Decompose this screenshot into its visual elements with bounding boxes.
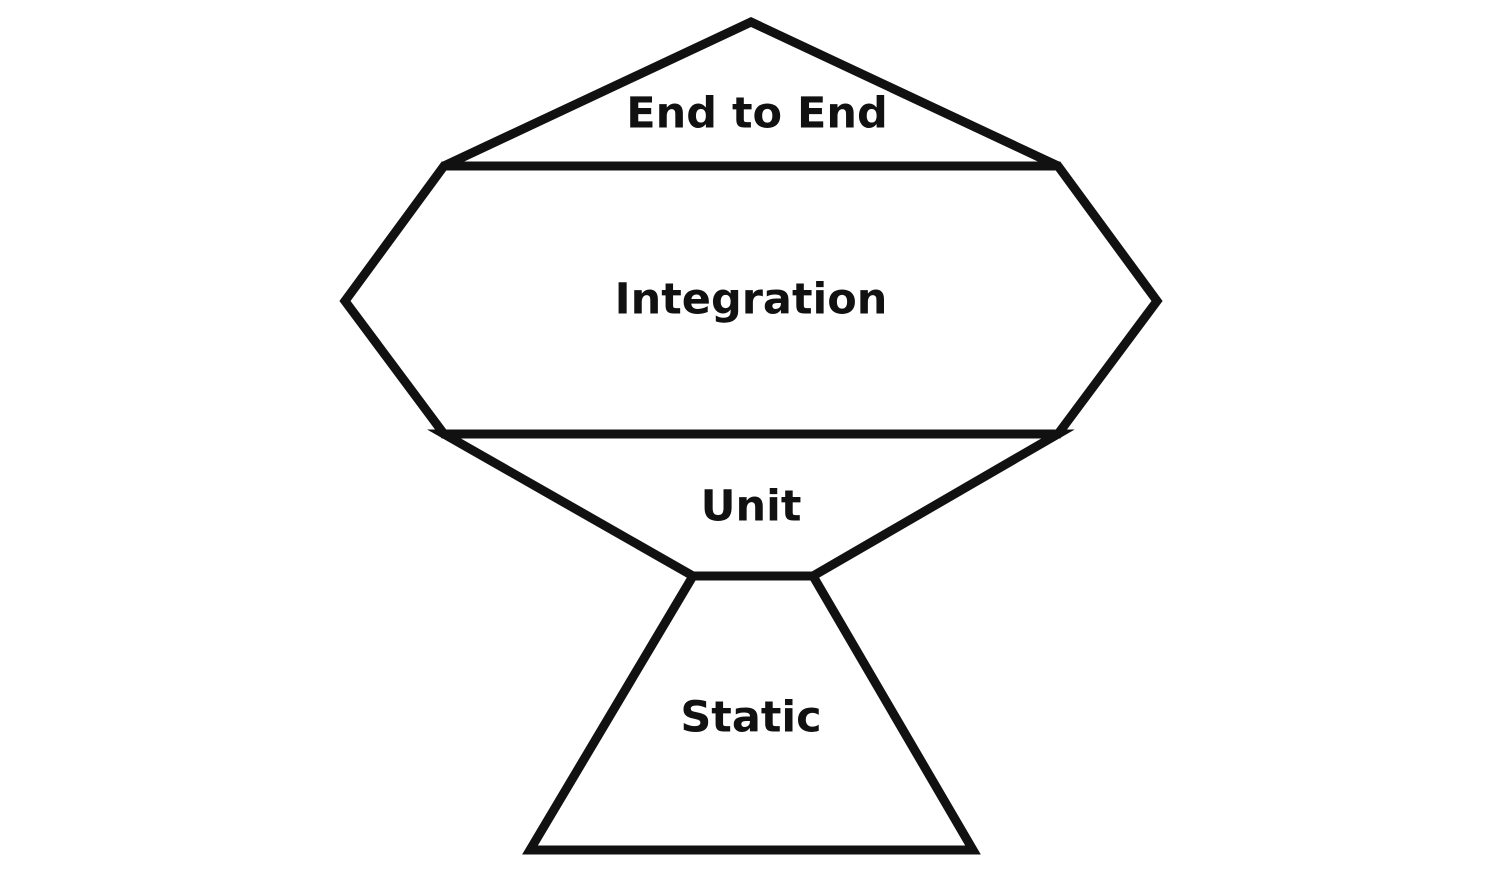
layer-integration: Integration bbox=[339, 161, 1163, 439]
layer-end-to-end: End to End bbox=[442, 17, 1060, 171]
static-label: Static bbox=[680, 693, 821, 743]
end-to-end-shape bbox=[442, 17, 1060, 171]
integration-label: Integration bbox=[615, 275, 888, 325]
layer-unit: Unit bbox=[427, 429, 1075, 581]
layer-static: Static bbox=[522, 571, 981, 855]
unit-label: Unit bbox=[701, 482, 802, 532]
end-to-end-label: End to End bbox=[626, 89, 888, 139]
